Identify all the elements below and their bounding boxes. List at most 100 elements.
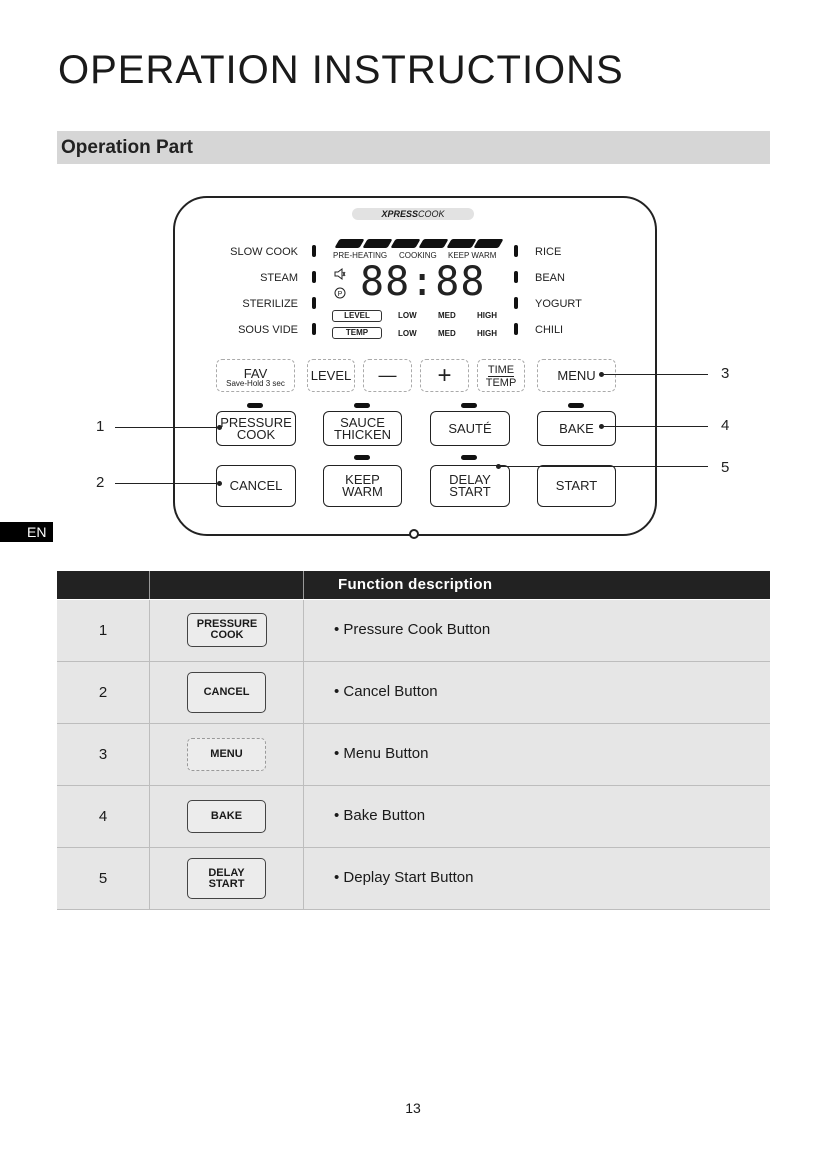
callout-line	[602, 426, 708, 427]
callout-dot	[599, 372, 604, 377]
time-temp-button[interactable]: TIME TEMP	[477, 359, 525, 392]
lcd-level-low: LOW	[398, 311, 417, 320]
led-indicator	[461, 403, 477, 408]
button-icon-label: DELAY	[208, 866, 245, 879]
lcd-level-high: HIGH	[477, 311, 497, 320]
start-button[interactable]: START	[537, 465, 616, 507]
lcd-level-med: MED	[438, 311, 456, 320]
callout-dot	[217, 481, 222, 486]
callout-dot	[599, 424, 604, 429]
delay-start-button-icon: DELAY START	[187, 858, 266, 899]
table-row: 4 BAKE • Bake Button	[57, 786, 770, 848]
led-indicator	[247, 403, 263, 408]
pressure-cook-button[interactable]: PRESSURE COOK	[216, 411, 296, 446]
table-row: 3 MENU • Menu Button	[57, 724, 770, 786]
row-description: • Pressure Cook Button	[334, 621, 491, 638]
row-description: • Deplay Start Button	[334, 869, 474, 886]
sauce-thicken-label-2: THICKEN	[333, 426, 392, 442]
pressure-cook-label-1: PRESSURE	[220, 414, 292, 430]
row-description: • Menu Button	[334, 745, 429, 762]
row-number: 4	[98, 808, 108, 825]
column-divider	[303, 724, 304, 785]
mode-label-sous-vide: SOUS VIDE	[238, 324, 298, 336]
keep-warm-button[interactable]: KEEP WARM	[323, 465, 402, 507]
mode-indicator	[312, 245, 316, 257]
led-indicator	[568, 403, 584, 408]
row-number: 3	[98, 746, 108, 763]
progress-segment	[418, 239, 449, 248]
mode-indicator	[514, 297, 518, 309]
mode-indicator	[312, 297, 316, 309]
pressure-icon: P	[334, 287, 346, 299]
column-divider	[303, 571, 304, 599]
table-header-label: Function description	[338, 576, 493, 593]
keep-warm-label-2: WARM	[342, 484, 383, 499]
button-icon-label: START	[208, 877, 245, 890]
progress-segment	[473, 239, 504, 248]
mode-label-rice: RICE	[535, 246, 562, 258]
column-divider	[149, 571, 150, 599]
delay-start-button[interactable]: DELAY START	[430, 465, 510, 507]
sauce-thicken-button[interactable]: SAUCE THICKEN	[323, 411, 402, 446]
time-label: TIME	[487, 364, 515, 376]
column-divider	[303, 662, 304, 723]
column-divider	[303, 848, 304, 909]
mode-label-sterilize: STERILIZE	[242, 298, 298, 310]
minus-button[interactable]: —	[363, 359, 412, 392]
column-divider	[149, 848, 150, 909]
lcd-temp-low: LOW	[398, 329, 417, 338]
progress-segment	[362, 239, 393, 248]
saute-button[interactable]: SAUTÉ	[430, 411, 510, 446]
row-number: 2	[98, 684, 108, 701]
bake-button-icon: BAKE	[187, 800, 266, 833]
button-icon-label: COOK	[210, 629, 244, 641]
lcd-status-preheating: PRE-HEATING	[333, 251, 388, 260]
keep-warm-label-1: KEEP	[345, 472, 380, 487]
fav-sublabel: Save-Hold 3 sec	[226, 379, 285, 388]
mode-indicator	[514, 245, 518, 257]
callout-line	[499, 466, 708, 467]
progress-segment	[334, 239, 365, 248]
level-button[interactable]: LEVEL	[307, 359, 355, 392]
menu-button-icon: MENU	[187, 738, 266, 771]
delay-start-label-2: START	[449, 484, 491, 499]
callout-number-4: 4	[721, 417, 730, 434]
language-tab: EN	[0, 522, 53, 542]
progress-segment	[446, 239, 477, 248]
menu-button[interactable]: MENU	[537, 359, 616, 392]
callout-line	[115, 483, 219, 484]
button-icon-label: PRESSURE	[196, 618, 258, 630]
callout-line	[602, 374, 708, 375]
pressure-cook-label-2: COOK	[236, 426, 276, 442]
cancel-button[interactable]: CANCEL	[216, 465, 296, 507]
column-divider	[303, 600, 304, 661]
mode-indicator	[514, 323, 518, 335]
row-description: • Cancel Button	[334, 683, 438, 700]
svg-text:P: P	[338, 291, 343, 298]
column-divider	[149, 662, 150, 723]
delay-start-label-1: DELAY	[449, 472, 491, 487]
cancel-button-icon: CANCEL	[187, 672, 266, 713]
table-header: Function description	[57, 571, 770, 599]
section-title: Operation Part	[61, 137, 193, 158]
row-description: • Bake Button	[334, 807, 426, 824]
callout-line	[115, 427, 219, 428]
plus-button[interactable]: +	[420, 359, 469, 392]
page-number: 13	[405, 1100, 421, 1116]
bake-button[interactable]: BAKE	[537, 411, 616, 446]
lcd-temp-med: MED	[438, 329, 456, 338]
mode-indicator	[312, 323, 316, 335]
lcd-status-keep-warm: KEEP WARM	[448, 251, 497, 260]
lcd-temp-high: HIGH	[477, 329, 497, 338]
lcd-level-label: LEVEL	[332, 310, 382, 322]
brand-logo: XPRESSCOOK	[352, 208, 474, 220]
sauce-thicken-label-1: SAUCE	[340, 414, 385, 430]
callout-number-3: 3	[721, 365, 730, 382]
mode-label-steam: STEAM	[260, 272, 298, 284]
table-row: 1 PRESSURE COOK • Pressure Cook Button	[57, 600, 770, 662]
fav-button[interactable]: FAV Save-Hold 3 sec	[216, 359, 295, 392]
table-row: 5 DELAY START • Deplay Start Button	[57, 848, 770, 910]
temp-label: TEMP	[485, 377, 517, 389]
mode-label-chili: CHILI	[535, 324, 564, 336]
mode-label-yogurt: YOGURT	[535, 298, 582, 310]
